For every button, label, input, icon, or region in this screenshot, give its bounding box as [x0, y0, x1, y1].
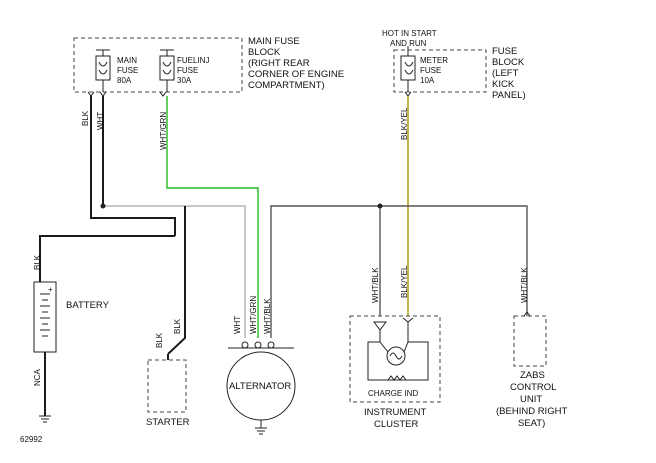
kick-fuse-block-box — [393, 49, 487, 93]
wire-blk-battery — [90, 96, 176, 236]
svg-text:(BEHIND RIGHT: (BEHIND RIGHT — [496, 406, 567, 417]
label-blk-batt: BLK — [33, 254, 42, 270]
main-fuse-line3: 80A — [117, 76, 132, 85]
cluster-box — [349, 315, 441, 403]
svg-text:(LEFT: (LEFT — [492, 68, 519, 79]
alternator-icon — [226, 341, 296, 435]
fuelinj-fuse: FUELINJ FUSE 30A — [159, 50, 209, 92]
wire-wht-alt — [103, 205, 246, 338]
zabs-box — [513, 315, 547, 367]
charge-ind-label: CHARGE IND — [368, 389, 418, 398]
main-fuse-block-title: MAIN FUSE BLOCK (RIGHT REAR CORNER OF EN… — [248, 36, 344, 91]
main-fuse-line2: FUSE — [117, 66, 138, 75]
svg-text:MAIN FUSE: MAIN FUSE — [248, 36, 300, 47]
svg-text:UNIT: UNIT — [520, 394, 542, 405]
label-wht-blk-cluster: WHT/BLK — [371, 267, 380, 303]
starter-label: STARTER — [146, 417, 190, 428]
label-nca: NCA — [33, 368, 42, 386]
wire-wht-blk-bus — [270, 205, 528, 338]
hot-label-line2: AND RUN — [390, 39, 427, 48]
label-wht-grn-alt: WHT/GRN — [249, 296, 258, 334]
svg-text:CONTROL: CONTROL — [510, 382, 556, 393]
wire-blk-batt-pos — [39, 235, 175, 282]
main-fuse: MAIN FUSE 80A — [95, 50, 138, 92]
cluster-label-line2: CLUSTER — [374, 419, 418, 430]
label-blk-starter-1: BLK — [155, 332, 164, 348]
svg-text:PANEL): PANEL) — [492, 90, 526, 101]
svg-text:KICK: KICK — [492, 79, 515, 90]
meter-fuse-line3: 10A — [420, 76, 435, 85]
zabs-label: ZABS CONTROL UNIT (BEHIND RIGHT SEAT) — [496, 370, 567, 429]
label-wht-blk-alt: WHT/BLK — [263, 298, 272, 334]
svg-text:ZABS: ZABS — [520, 370, 545, 381]
fuelinj-fuse-line3: 30A — [177, 76, 192, 85]
starter-box — [147, 359, 187, 413]
alternator-ground-icon — [255, 420, 267, 435]
wire-wht-grn — [166, 96, 259, 338]
label-wht-1: WHT — [96, 112, 105, 130]
label-blk-yel-cluster: BLK/YEL — [400, 265, 409, 298]
label-wht-alt: WHT — [233, 316, 242, 334]
hot-label-line1: HOT IN START — [382, 29, 437, 38]
svg-text:+: + — [48, 285, 53, 294]
svg-text:BLOCK: BLOCK — [248, 47, 281, 58]
alternator-label: ALTERNATOR — [229, 381, 291, 392]
label-blk-yel-1: BLK/YEL — [400, 107, 409, 140]
fuelinj-fuse-line2: FUSE — [177, 66, 198, 75]
ground-icon — [39, 415, 51, 423]
wire-wht-starter-a — [102, 96, 185, 207]
wire-blk-starter — [167, 206, 186, 355]
label-blk-1: BLK — [81, 110, 90, 126]
svg-text:BLOCK: BLOCK — [492, 57, 525, 68]
svg-text:CORNER OF ENGINE: CORNER OF ENGINE — [248, 69, 344, 80]
main-fuse-block-box — [73, 37, 243, 93]
meter-fuse-line1: METER — [420, 56, 448, 65]
label-blk-starter-2: BLK — [173, 318, 182, 334]
svg-text:COMPARTMENT): COMPARTMENT) — [248, 80, 325, 91]
meter-fuse: METER FUSE 10A — [400, 55, 448, 92]
meter-fuse-line2: FUSE — [420, 66, 441, 75]
kick-fuse-block-title: FUSE BLOCK (LEFT KICK PANEL) — [492, 46, 526, 101]
diagram-id: 62992 — [20, 435, 43, 444]
battery-icon: + — [33, 281, 57, 423]
svg-text:(RIGHT REAR: (RIGHT REAR — [248, 58, 310, 69]
label-wht-grn-1: WHT/GRN — [159, 112, 168, 150]
label-wht-blk-zabs: WHT/BLK — [520, 267, 529, 303]
cluster-label-line1: INSTRUMENT — [364, 407, 426, 418]
svg-text:SEAT): SEAT) — [518, 418, 545, 429]
battery-label: BATTERY — [66, 300, 110, 311]
fuelinj-fuse-line1: FUELINJ — [177, 56, 209, 65]
main-fuse-line1: MAIN — [117, 56, 137, 65]
charge-indicator-icon — [367, 317, 429, 381]
main-block-connectors — [87, 91, 167, 97]
svg-text:FUSE: FUSE — [492, 46, 517, 57]
